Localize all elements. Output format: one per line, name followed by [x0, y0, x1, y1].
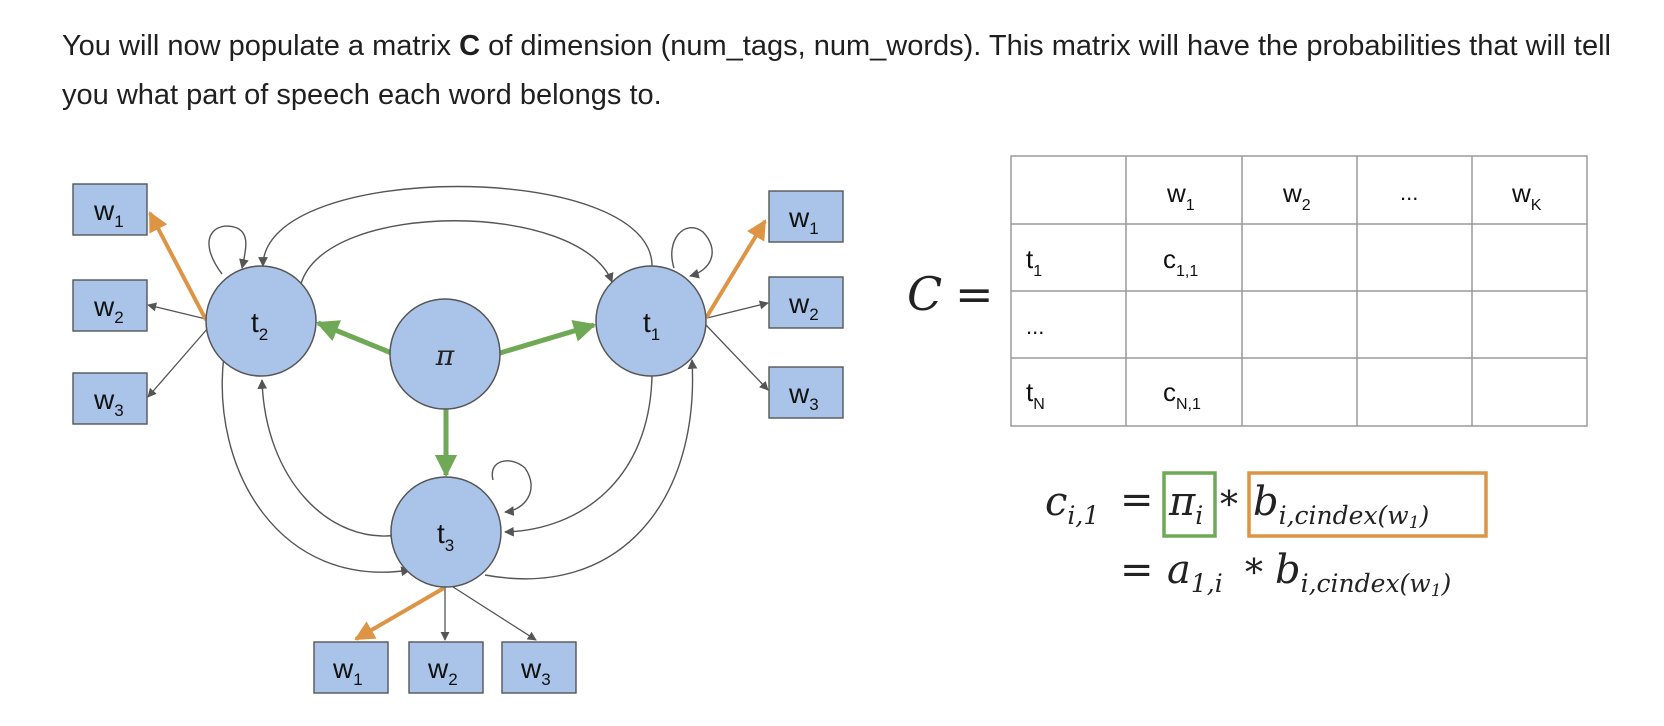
- svg-text:C: C: [907, 267, 942, 321]
- emission-t2-w3: [147, 327, 209, 398]
- arrow-t1-to-t3-inner: [504, 374, 653, 537]
- word-box-t1-w3: w3: [768, 366, 844, 419]
- eq-b-term-2: bi,cindex(w1): [1275, 547, 1451, 601]
- state-diagram: π t2 t1 t3 w1 w2 w3 w1: [72, 183, 844, 694]
- eq-equals-2: =: [1120, 547, 1154, 593]
- row-label-ellipsis: ...: [1026, 314, 1044, 339]
- t2-base: t: [251, 307, 259, 338]
- matrix-symbol: C: [907, 267, 942, 321]
- pi-to-t2-arrow: [315, 320, 395, 357]
- intro-paragraph: You will now populate a matrix C of dime…: [62, 22, 1622, 120]
- b-highlight-box: [1247, 471, 1488, 538]
- word-box-t1-w1: w1: [768, 190, 844, 243]
- self-loop-t3: [491, 460, 532, 516]
- pi-to-t1-arrow: [499, 319, 597, 356]
- word-box-t3-w1: w1: [313, 641, 389, 694]
- equation: ci,1 = πi * bi,cindex(w1) = a1,i * bi,ci…: [1045, 471, 1488, 601]
- t3-sub: 3: [445, 536, 454, 555]
- emission-t1-w2: [706, 300, 769, 319]
- eq-a-term: a1,i: [1167, 547, 1223, 598]
- intro-text-pre: You will now populate a matrix: [62, 30, 460, 62]
- t3-base: t: [437, 518, 445, 549]
- tag-node-t2: t2: [205, 265, 317, 377]
- eq-times-2: *: [1245, 553, 1263, 594]
- emission-arrows: [147, 300, 769, 641]
- svg-text:t3: t3: [437, 518, 454, 555]
- svg-text:w2: w2: [788, 288, 819, 324]
- t1-base: t: [643, 307, 651, 338]
- t1-sub: 1: [651, 325, 660, 344]
- word-box-t3-w2: w2: [408, 641, 484, 694]
- matrix-section: C = w1 w2 ... wK t1 ... tN c1,1 cN,1: [907, 155, 1588, 427]
- row-label-tn: tN: [1026, 377, 1045, 413]
- emission-t1-w3: [705, 324, 769, 391]
- svg-text:w3: w3: [788, 378, 819, 414]
- cell-cn1: cN,1: [1163, 377, 1201, 413]
- word-box-t3-w3: w3: [501, 641, 577, 694]
- arrow-t2-to-t3-outer: [221, 354, 411, 577]
- intro-matrix-name: C: [459, 30, 481, 62]
- row-label-t1: t1: [1026, 244, 1042, 280]
- svg-text:w1: w1: [788, 202, 819, 238]
- tag-node-t3: t3: [390, 476, 502, 588]
- eq-times-1: *: [1220, 485, 1238, 526]
- matrix-grid: [1010, 155, 1588, 427]
- svg-text:w2: w2: [427, 653, 458, 689]
- svg-text:w3: w3: [520, 653, 551, 689]
- pi-label: π: [435, 339, 455, 372]
- header-w2: w2: [1282, 178, 1311, 214]
- arrow-t2-to-t1-inner: [300, 220, 614, 285]
- arrow-t1-to-t2-outer: [258, 185, 653, 267]
- emission-t2-w1-highlight: [148, 211, 208, 321]
- self-loop-t1: [671, 226, 713, 279]
- emission-t3-w3: [449, 584, 537, 641]
- svg-text:w2: w2: [93, 291, 124, 327]
- pi-node: π: [389, 298, 501, 410]
- word-box-t2-w1: w1: [72, 183, 148, 236]
- transition-arrows: [208, 185, 713, 580]
- tag-node-t1: t1: [595, 265, 707, 377]
- svg-text:w1: w1: [93, 195, 124, 231]
- header-w1: w1: [1166, 178, 1195, 214]
- self-loop-t2: [208, 225, 249, 275]
- emission-t1-w1-highlight: [704, 219, 767, 320]
- arrow-t3-to-t2-inner: [257, 379, 399, 537]
- eq-b-term: bi,cindex(w1): [1253, 479, 1429, 533]
- word-box-t1-w2: w2: [768, 276, 844, 329]
- header-wk: wK: [1511, 178, 1542, 214]
- highlight-emissions: [148, 211, 767, 641]
- initial-arrows: [315, 319, 597, 478]
- matrix-equals: =: [955, 267, 994, 321]
- word-box-t2-w2: w2: [72, 279, 148, 332]
- intro-text-post: of dimension (num_tags, num_words). This…: [62, 30, 1611, 111]
- header-ellipsis: ...: [1400, 180, 1418, 205]
- arrow-t3-to-t1-outer: [484, 359, 698, 580]
- eq-equals-1: =: [1120, 477, 1154, 523]
- svg-text:t1: t1: [643, 307, 660, 344]
- svg-text:w3: w3: [93, 384, 124, 420]
- eq-pi-term: πi: [1168, 479, 1203, 530]
- cell-c11: c1,1: [1163, 244, 1198, 280]
- pi-highlight-box: [1162, 471, 1217, 538]
- svg-text:t2: t2: [251, 307, 268, 344]
- emission-t3-w1-highlight: [354, 586, 446, 641]
- emission-t2-w2: [147, 302, 207, 320]
- word-box-t2-w3: w3: [72, 372, 148, 425]
- eq-lhs: ci,1: [1045, 479, 1099, 530]
- t2-sub: 2: [259, 325, 268, 344]
- svg-text:w1: w1: [332, 653, 363, 689]
